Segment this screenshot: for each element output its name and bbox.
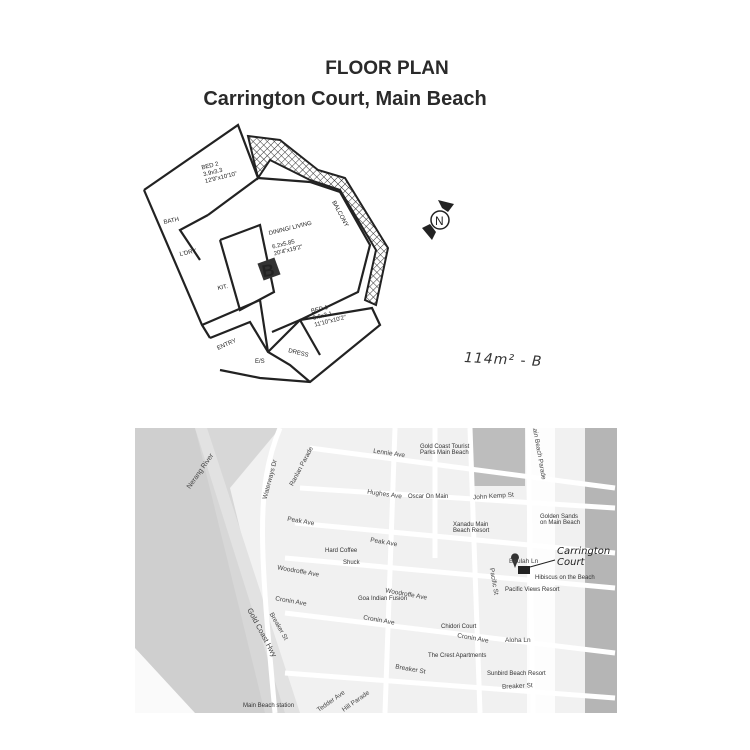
floor-plan: B BED 2 3.9x3.3 12'9"x10'10" DINING/ LIV… bbox=[142, 123, 390, 384]
poi-goa-indian[interactable]: Goa Indian Fusion bbox=[358, 596, 408, 602]
location-pin-icon bbox=[510, 553, 519, 568]
compass-north-icon: N bbox=[422, 200, 454, 240]
page-subtitle: Carrington Court, Main Beach bbox=[203, 88, 487, 110]
room-dress: DRESS bbox=[288, 348, 310, 359]
poi-crest-apartments[interactable]: The Crest Apartments bbox=[428, 653, 487, 659]
highway bbox=[195, 428, 300, 713]
room-dining-living: DINING/ LIVING bbox=[268, 220, 312, 237]
street-beulah: Beulah Ln bbox=[509, 558, 539, 565]
room-ensuite: E/S bbox=[255, 359, 265, 365]
poi-sunbird[interactable]: Sunbird Beach Resort bbox=[487, 671, 546, 677]
poi-golden-sands[interactable]: Golden Sands on Main Beach bbox=[540, 514, 581, 526]
room-dining-metric: 6.2x5.85 bbox=[272, 239, 296, 251]
walls bbox=[142, 123, 382, 384]
room-kitchen: KIT. bbox=[217, 284, 229, 292]
balcony bbox=[246, 134, 390, 307]
map-graphics bbox=[135, 428, 617, 713]
building-marker bbox=[518, 566, 530, 574]
room-bed1: BED 1 bbox=[311, 305, 330, 315]
ocean bbox=[585, 428, 617, 713]
poi-shuck[interactable]: Shuck bbox=[343, 560, 360, 566]
unit-label: B bbox=[261, 260, 276, 281]
handwritten-carrington-note: Carrington Court bbox=[557, 546, 611, 568]
street-aloha: Aloha Ln bbox=[505, 637, 531, 644]
handwritten-area-note: 114m² - B bbox=[463, 349, 543, 371]
page-title: FLOOR PLAN bbox=[325, 58, 449, 79]
poi-tourist-parks[interactable]: Gold Coast Tourist Parks Main Beach bbox=[420, 444, 470, 456]
poi-oscar[interactable]: Oscar On Main bbox=[408, 494, 449, 500]
room-bed1-metric: 3.6x3.1 bbox=[312, 311, 333, 322]
compass-label: N bbox=[435, 214, 444, 228]
poi-xanadu[interactable]: Xanadu Main Beach Resort bbox=[453, 522, 490, 534]
poi-chidori[interactable]: Chidori Court bbox=[441, 624, 477, 630]
room-bath: BATH bbox=[163, 217, 179, 226]
room-entry: ENTRY bbox=[216, 338, 237, 352]
poi-pacific-views[interactable]: Pacific Views Resort bbox=[505, 587, 560, 593]
room-bed2: BED 2 bbox=[201, 161, 220, 171]
room-bed2-metric: 3.9x3.3 bbox=[203, 168, 224, 179]
poi-hibiscus[interactable]: Hibiscus on the Beach bbox=[535, 575, 595, 581]
room-laundry: L'DRY bbox=[179, 249, 197, 258]
poi-hard-coffee[interactable]: Hard Coffee bbox=[325, 548, 358, 554]
location-map[interactable]: Nerang River Lennie Ave Hughes Ave John … bbox=[135, 428, 617, 713]
poi-main-beach-station[interactable]: Main Beach station bbox=[243, 703, 295, 709]
unit-label-bg bbox=[257, 257, 281, 281]
